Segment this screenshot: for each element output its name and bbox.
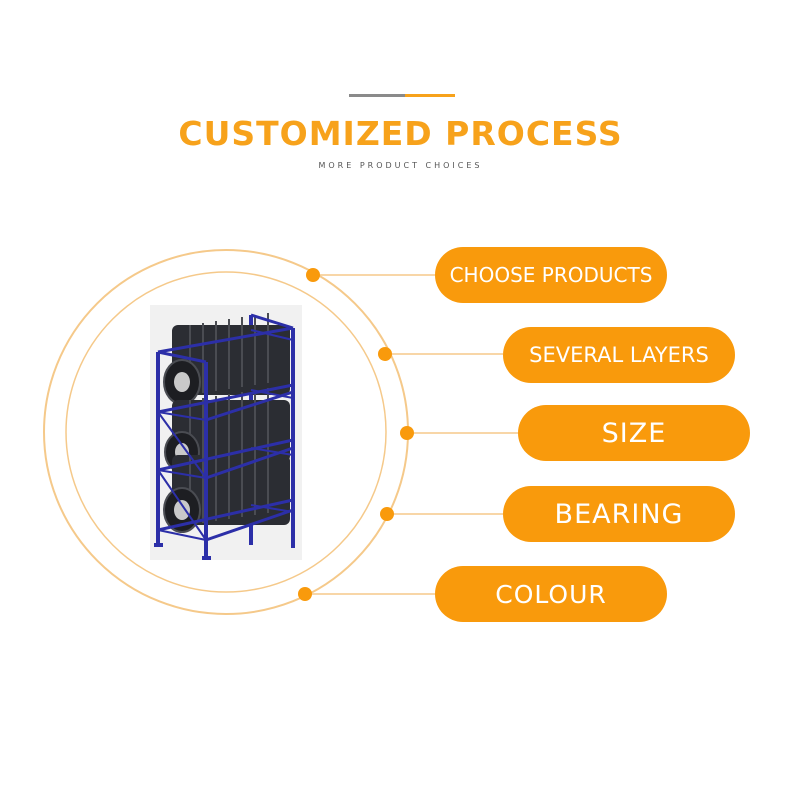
tire-rack-image xyxy=(150,305,302,560)
rack-beam-bottom-b xyxy=(205,508,294,542)
option-colour[interactable]: COLOUR xyxy=(435,566,667,622)
option-several-layers[interactable]: SEVERAL LAYERS xyxy=(503,327,735,383)
rack-foot-left xyxy=(154,543,163,547)
connector-dot-1 xyxy=(306,268,320,282)
connector-dot-4 xyxy=(380,507,394,521)
option-bearing[interactable]: BEARING xyxy=(503,486,735,542)
inner-circle xyxy=(65,271,387,593)
rack-foot-right xyxy=(202,556,211,560)
rack-bracing-right xyxy=(250,329,294,513)
header-divider-orange xyxy=(405,94,455,97)
connector-dot-2 xyxy=(378,347,392,361)
rack-beam-level-1b xyxy=(205,390,294,422)
option-choose-products[interactable]: CHOOSE PRODUCTS xyxy=(435,247,667,303)
header-divider-gray xyxy=(349,94,405,97)
rack-beam-level-1 xyxy=(157,383,294,414)
page-subtitle: MORE PRODUCT CHOICES xyxy=(318,161,483,170)
tire-layer-top xyxy=(163,313,290,405)
rack-side-top xyxy=(157,350,207,364)
rack-bracing-left xyxy=(157,411,207,541)
page-title: CUSTOMIZED PROCESS xyxy=(178,114,623,153)
rack-side-top-back xyxy=(250,313,294,330)
rack-beam-bottom xyxy=(157,498,294,532)
connector-dot-3 xyxy=(400,426,414,440)
connector-dot-5 xyxy=(298,587,312,601)
rack-beam-top xyxy=(157,326,294,354)
rack-beam-level-2 xyxy=(157,438,294,472)
option-size[interactable]: SIZE xyxy=(518,405,750,461)
